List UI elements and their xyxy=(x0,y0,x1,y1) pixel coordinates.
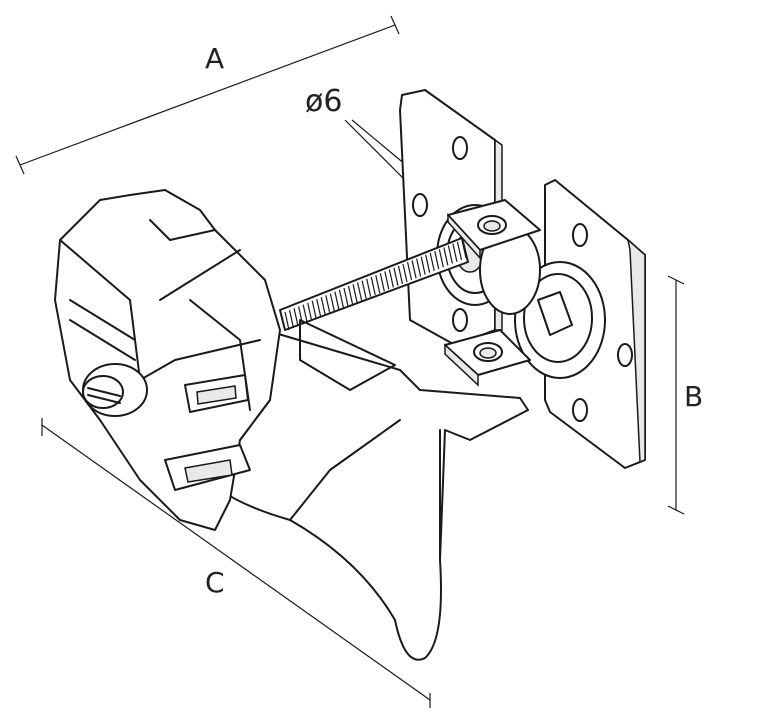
adjustment-screw-head xyxy=(82,363,148,417)
dimension-label-b: B xyxy=(684,380,704,413)
thread-mark xyxy=(307,302,313,321)
dimension-label-c: C xyxy=(205,566,225,599)
top-tab xyxy=(447,199,541,260)
thread-mark xyxy=(379,273,385,292)
bottom-tab xyxy=(444,329,531,387)
dimension-line-a xyxy=(15,15,400,175)
thread-mark xyxy=(416,258,422,277)
front-mounting-plate xyxy=(514,179,646,469)
thread-mark xyxy=(343,287,349,307)
dimension-line-b xyxy=(667,275,685,515)
thread-mark xyxy=(443,247,449,266)
thread-mark xyxy=(461,239,467,259)
thread-mark xyxy=(434,250,440,270)
thread-mark xyxy=(347,286,354,305)
thread-mark xyxy=(384,271,390,290)
thread-mark xyxy=(411,260,417,279)
threaded-rod xyxy=(279,237,469,331)
diameter-label: ø6 xyxy=(305,84,343,119)
thread-mark xyxy=(456,241,463,260)
thread-mark xyxy=(366,278,372,297)
thread-mark xyxy=(284,311,290,331)
thread-mark xyxy=(397,265,404,284)
adjuster-housing xyxy=(54,189,281,531)
thread-mark xyxy=(288,310,295,329)
thread-mark xyxy=(406,262,413,281)
thread-mark xyxy=(388,269,394,288)
thread-mark xyxy=(429,252,435,272)
thread-mark xyxy=(402,263,408,283)
thread-mark xyxy=(447,245,453,264)
thread-mark xyxy=(452,243,458,262)
thread-mark xyxy=(393,267,399,286)
bracket-body xyxy=(199,319,529,661)
thread-mark xyxy=(325,295,331,314)
thread-mark xyxy=(375,274,381,294)
thread-mark xyxy=(420,256,426,275)
thread-mark xyxy=(293,308,299,327)
thread-mark xyxy=(370,276,376,296)
thread-mark xyxy=(311,300,317,320)
thread-mark xyxy=(357,282,363,301)
thread-mark xyxy=(334,291,340,310)
thread-mark xyxy=(302,304,308,323)
thread-mark xyxy=(438,249,444,268)
thread-mark xyxy=(329,293,335,312)
dimension-line-c xyxy=(41,418,431,708)
thread-mark xyxy=(361,280,367,299)
thread-mark xyxy=(316,298,322,318)
thread-mark xyxy=(320,297,326,316)
dimension-label-a: A xyxy=(205,42,225,75)
thread-mark xyxy=(425,254,431,273)
thread-mark xyxy=(338,289,345,308)
thread-mark xyxy=(352,284,358,303)
